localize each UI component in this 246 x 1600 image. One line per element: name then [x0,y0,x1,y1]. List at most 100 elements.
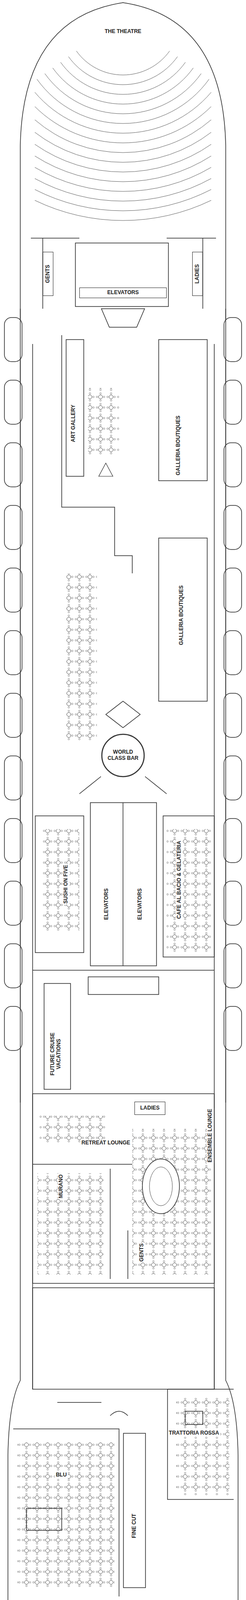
lifeboat-recess [223,442,242,487]
staircase [101,308,145,328]
seating-area [176,1397,230,1495]
lifeboat-recess [223,567,242,612]
area-label: GALLERIA BOUTIQUES [178,584,186,646]
lifeboat-recess [223,880,242,925]
area-label: GENTS [138,1241,146,1262]
seating-area [17,1441,115,1588]
area-label: FINE CUT [130,1512,138,1539]
lifeboat-recess [223,505,242,550]
room-name: ELEVATORS [106,289,140,297]
seating-area [166,828,211,953]
theatre-seat-row [34,156,212,182]
area-label: SUSHI ON FIVE [62,863,70,905]
wall [61,335,133,574]
lounge-outline [32,1093,215,1283]
theatre-seat-row [44,73,202,114]
lifeboat-recess [4,505,23,550]
area-label: MURANO [57,1173,65,1199]
galley-outline [32,1287,215,1389]
lifeboat-recess [4,317,23,362]
wall [57,1401,128,1416]
lifeboat-recess [223,380,242,425]
room-name: LADIES [139,1104,161,1112]
room-box: LADIES [192,251,203,296]
lifeboat-recess [223,630,242,675]
boutique-outline [158,537,208,701]
area-label: GALLERIA BOUTIQUES [175,414,183,477]
room-outline [35,815,84,953]
cross-wall [32,969,215,971]
theatre-wall [30,237,217,239]
area-label: FUTURE CRUISE VACATIONS [49,1028,63,1079]
theatre-seat-row [60,62,186,95]
area-label: TRATTORIA ROSSA [167,1429,220,1437]
bar-counter [26,1507,62,1530]
lifeboat-recess [4,755,23,800]
lifeboat-recess [223,1006,242,1051]
theatre-seat-row [34,144,212,172]
room-outline [163,815,215,957]
lifeboat-recess [4,818,23,863]
room-box: ELEVATORS [79,287,167,299]
elevator-shaft [90,802,157,966]
theatre-seat-row [34,200,212,221]
area-label: BLU [55,1471,68,1479]
theatre-seat-row [34,178,212,202]
lounge-bar [149,1166,173,1206]
room-name: GENTS [44,263,52,284]
area-label: THE THEATRE [102,28,144,36]
wall [32,1163,133,1279]
seating-area [37,1172,104,1275]
lifeboat-recess [4,630,23,675]
lifeboat-recess [4,880,23,925]
area-label: ART GALLERY [70,403,78,444]
lifeboat-recess [4,442,23,487]
wall [42,238,203,309]
art-gallery-wall [66,339,84,477]
room-box: GENTS [42,251,54,296]
lounge-bar [142,1158,180,1214]
area-label: CAFE AL BACIO & GELATERIA [175,839,183,920]
seating-area [132,1128,212,1275]
bar-circle-shape [101,734,145,777]
lifeboat-recess [4,1006,23,1051]
theatre-seat-row [34,132,212,163]
lifeboat-recess [4,567,23,612]
lifeboat-recess [4,943,23,988]
room-outline [123,1432,146,1588]
lifeboat-recess [223,818,242,863]
lifeboat-recess [223,693,242,738]
area-label: ENSEMBLE LOUNGE [206,1107,214,1163]
room-outline [44,983,71,1089]
theatre-seat-row [52,67,194,105]
theatre-seat-row [37,79,209,124]
elevator-divider [122,802,124,966]
stair-symbol [98,462,113,477]
hull-outline [7,2,239,1600]
room-name: LADIES [193,263,202,285]
lifeboat-recess [4,693,23,738]
area-label: ELEVATORS [136,887,144,921]
seating-area [41,828,80,931]
hull-side [20,308,226,1103]
area-label: ELEVATORS [103,887,111,921]
lifeboat-recess [223,755,242,800]
room-name: WORLD CLASS BAR [106,748,140,762]
seating-area [39,1115,106,1142]
wall [13,1388,234,1596]
inner-wall [32,343,215,1389]
room-box: LADIES [134,1101,166,1115]
area-label: RETREAT LOUNGE [80,1139,131,1147]
lifeboat-recess [223,943,242,988]
stair-symbol [105,700,141,728]
lifeboat-recess [223,317,242,362]
bar-counter [185,1410,203,1424]
theatre-seat-row [68,56,178,85]
bar-circle: WORLD CLASS BAR [100,733,146,778]
theatre-seat-row [34,92,212,134]
theatre-seat-row [76,51,170,75]
seating-area [88,387,120,455]
theatre-seat-row [34,119,212,153]
lifeboat-recess [4,380,23,425]
